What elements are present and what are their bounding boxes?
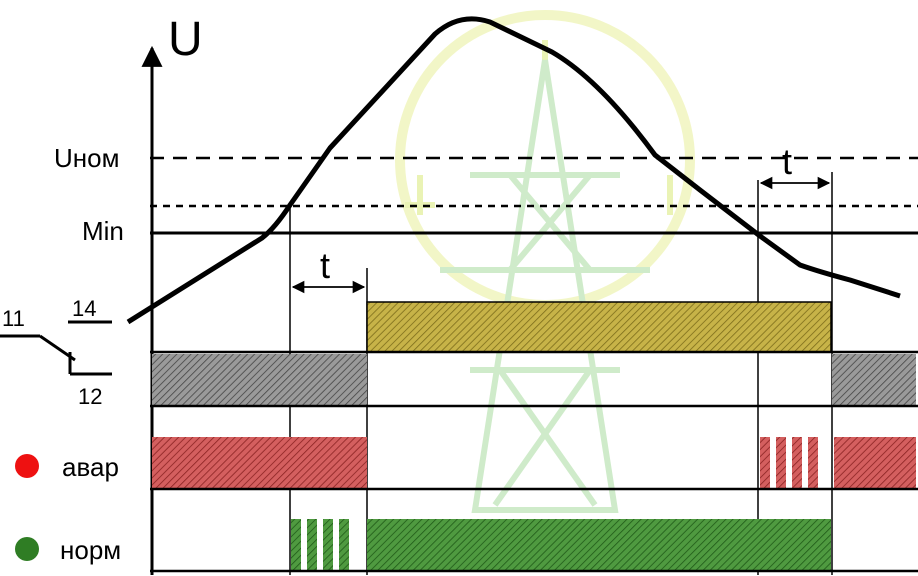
fault-indicator-label: авар xyxy=(62,452,119,482)
min-level-label: Min xyxy=(82,216,124,246)
fault-blink-pulses xyxy=(760,437,818,489)
contact-common-label: 11 xyxy=(2,306,25,331)
delay-label-left: t xyxy=(320,245,330,286)
relay-contact-icon xyxy=(0,320,112,376)
fault-bar-right xyxy=(834,437,916,489)
normal-indicator-icon xyxy=(15,537,39,561)
fault-indicator-icon xyxy=(15,454,39,478)
normal-bar xyxy=(367,519,831,571)
normal-indicator-label: норм xyxy=(60,535,121,565)
y-axis-label: U xyxy=(168,13,203,66)
normal-blink-pulses xyxy=(291,519,349,571)
nominal-level-label: Uном xyxy=(54,143,119,173)
relay-12-bar-right xyxy=(832,354,916,406)
delay-label-right: t xyxy=(782,141,792,182)
fault-bar-left xyxy=(152,437,367,489)
tower-watermark-icon xyxy=(395,10,695,513)
contact-no-label: 14 xyxy=(72,296,96,321)
voltage-curve xyxy=(126,16,901,325)
relay-14-bar xyxy=(366,301,832,353)
relay-12-bar-left xyxy=(152,354,367,406)
contact-nc-label: 12 xyxy=(78,384,102,409)
